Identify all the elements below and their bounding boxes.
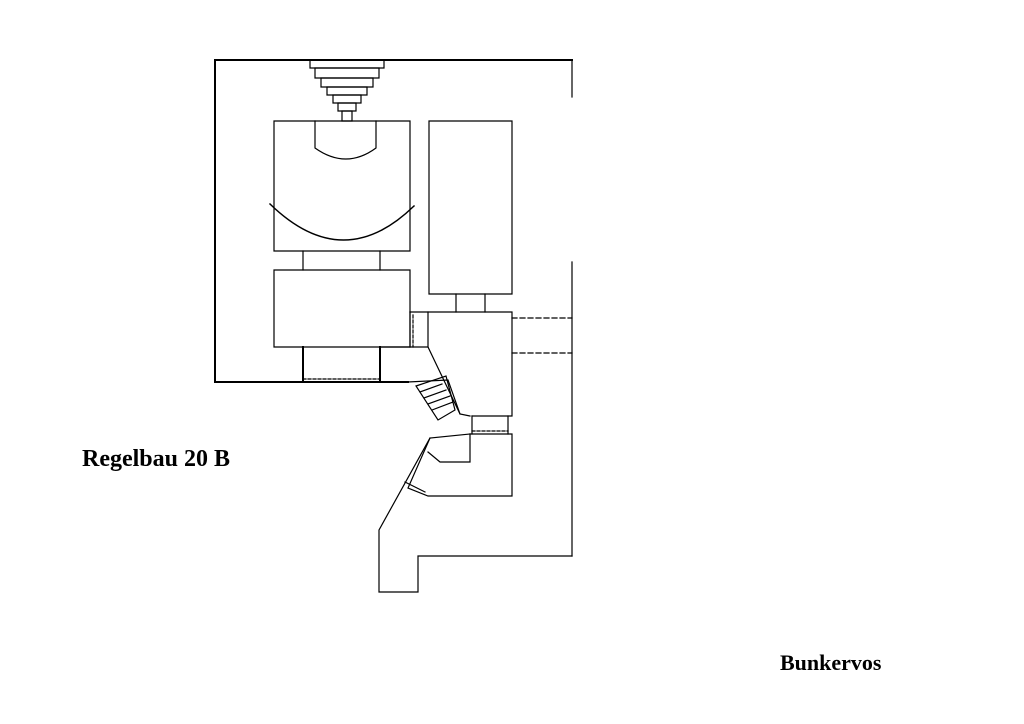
- top-embrasure: [310, 60, 384, 121]
- drawing-title: Regelbau 20 B: [82, 446, 231, 472]
- lower-corridor: [472, 416, 508, 434]
- outer-wall: [215, 60, 572, 592]
- side-openings: [512, 318, 572, 353]
- lower-guard-rooms: [405, 434, 512, 496]
- diagonal-embrasure: [408, 376, 460, 420]
- author-credit: Bunkervos: [780, 650, 882, 675]
- lower-passage: [303, 347, 380, 382]
- central-passage: [303, 251, 380, 270]
- upper-gun-room: [270, 121, 414, 251]
- right-room-passage: [456, 294, 485, 312]
- right-room: [429, 121, 512, 294]
- entrance-hall: [380, 312, 512, 416]
- main-chamber: [274, 270, 410, 347]
